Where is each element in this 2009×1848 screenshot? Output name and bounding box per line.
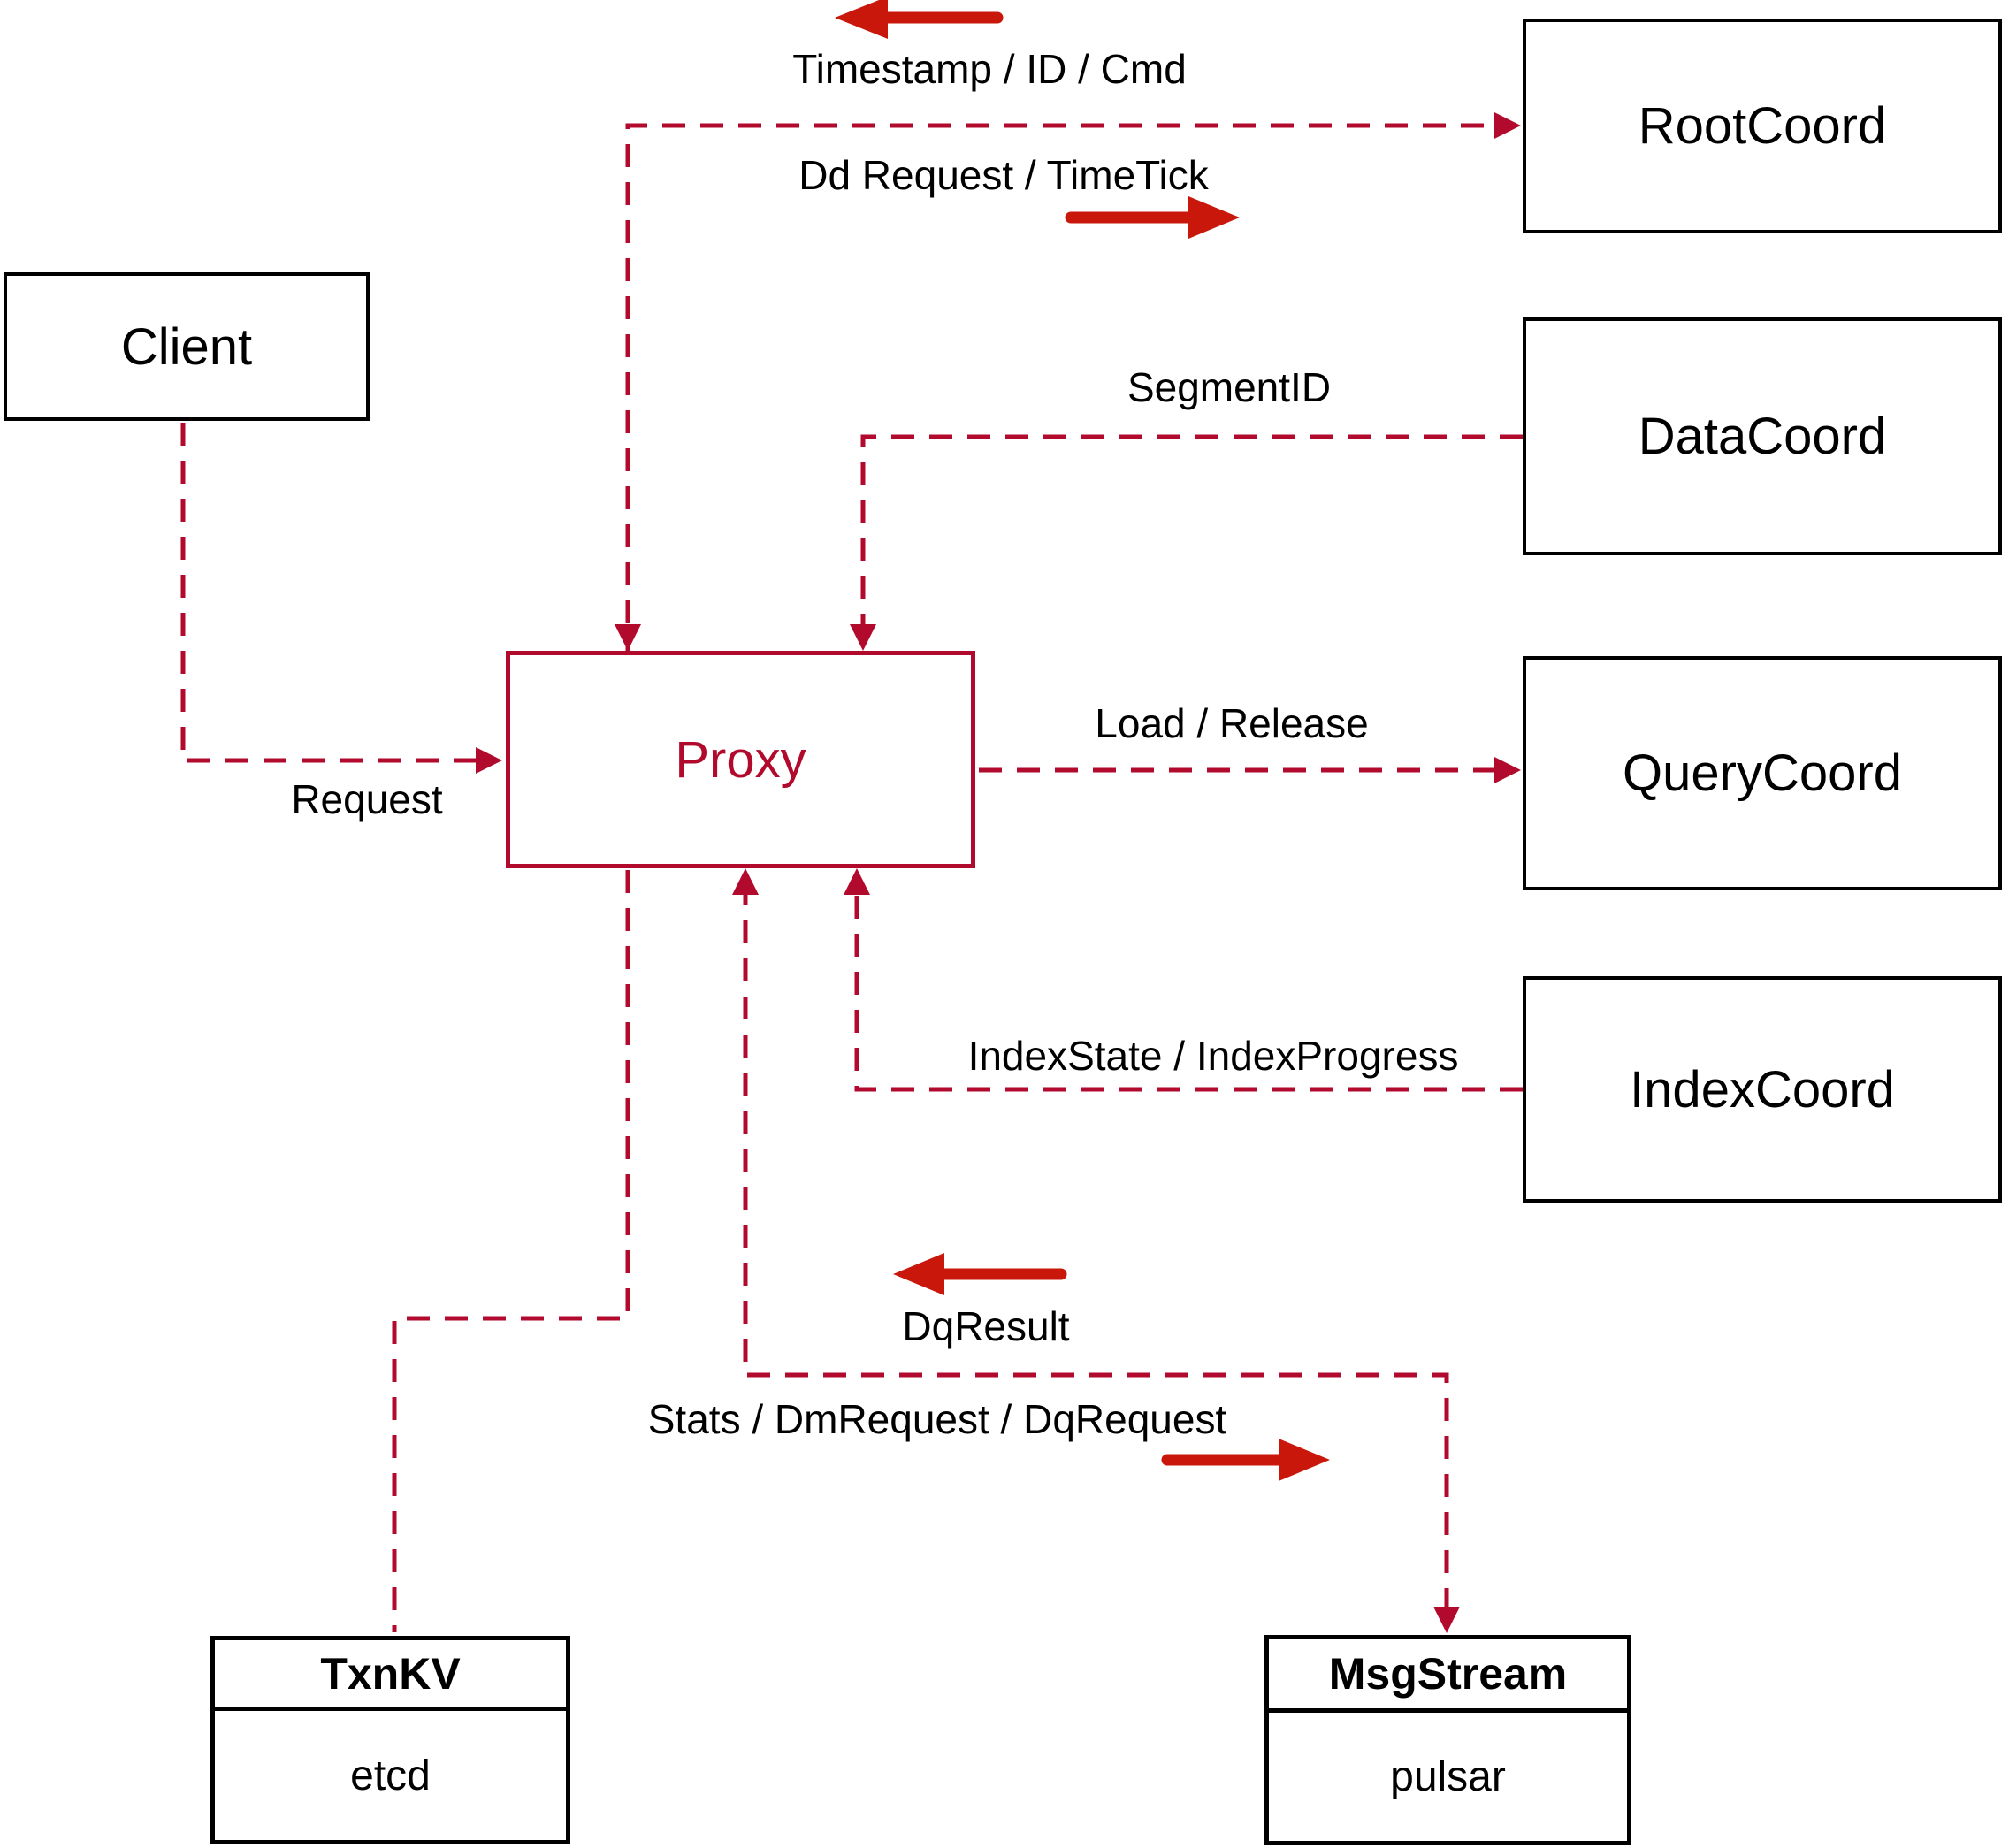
edge-datacoord-to-proxy [860, 434, 1523, 638]
arrow-head [1279, 1439, 1330, 1481]
node-indexcoord: IndexCoord [1523, 976, 2002, 1203]
edge-label-stats-dmrequest-dqrequest: Stats / DmRequest / DqRequest [647, 1396, 1227, 1442]
edge-label-request: Request [291, 776, 443, 822]
node-indexcoord-label: IndexCoord [1630, 1060, 1895, 1119]
txnkv-header: TxnKV [215, 1640, 566, 1711]
node-datacoord-label: DataCoord [1638, 408, 1887, 465]
node-datacoord: DataCoord [1523, 317, 2002, 555]
arrowhead-into-querycoord-icon [1494, 757, 1521, 783]
node-proxy-label: Proxy [675, 730, 806, 789]
edge-label-segment-id: SegmentID [1127, 364, 1332, 410]
node-proxy: Proxy [506, 651, 975, 868]
arrow-head [1188, 196, 1240, 239]
edge-label-dd-request-timetick: Dd Request / TimeTick [798, 152, 1209, 198]
txnkv-impl: etcd [350, 1752, 431, 1799]
edge-label-load-release: Load / Release [1095, 700, 1369, 746]
node-client: Client [4, 272, 370, 421]
arrow-left-timestamp-icon [835, 0, 1004, 39]
node-rootcoord-label: RootCoord [1638, 97, 1887, 155]
arrow-right-stats-icon [1161, 1439, 1330, 1481]
edge-proxy-to-rootcoord [625, 123, 1505, 661]
edge-indexcoord-to-proxy [854, 882, 1523, 1092]
arrow-right-ddrequest-icon [1065, 196, 1240, 239]
arrowhead-into-proxy-bottom-msgline-icon [732, 868, 759, 895]
arrowhead-into-proxy-bottom-indexline-icon [844, 868, 870, 895]
arrowhead-into-proxy-left-icon [476, 747, 502, 774]
txnkv-body: etcd [215, 1711, 566, 1840]
edge-proxy-to-msgstream [743, 882, 1449, 1618]
msgstream-impl: pulsar [1390, 1753, 1506, 1800]
node-querycoord-label: QueryCoord [1623, 745, 1902, 802]
msgstream-title: MsgStream [1328, 1649, 1568, 1699]
arrowhead-into-proxy-top-rootline-icon [615, 624, 641, 651]
arrow-head [893, 1253, 944, 1295]
arrow-head [835, 0, 888, 39]
node-txnkv: TxnKV etcd [210, 1636, 570, 1844]
msgstream-header: MsgStream [1269, 1639, 1627, 1713]
edge-label-dqresult: DqResult [902, 1303, 1070, 1349]
arrowhead-into-msgstream-icon [1433, 1607, 1460, 1633]
edge-label-timestamp-id-cmd: Timestamp / ID / Cmd [792, 46, 1187, 92]
arrow-left-dqresult-icon [893, 1253, 1067, 1295]
edge-client-to-proxy [180, 423, 492, 763]
edge-proxy-to-txnkv [392, 870, 630, 1632]
node-client-label: Client [120, 317, 253, 376]
arrowhead-into-rootcoord-icon [1494, 112, 1521, 139]
node-querycoord: QueryCoord [1523, 656, 2002, 890]
node-msgstream: MsgStream pulsar [1264, 1635, 1631, 1845]
arrowhead-into-proxy-top-dataline-icon [850, 624, 876, 651]
msgstream-body: pulsar [1269, 1713, 1627, 1841]
edge-label-indexstate-indexprogress: IndexState / IndexProgress [967, 1033, 1459, 1079]
txnkv-title: TxnKV [320, 1648, 461, 1699]
node-rootcoord: RootCoord [1523, 19, 2002, 233]
